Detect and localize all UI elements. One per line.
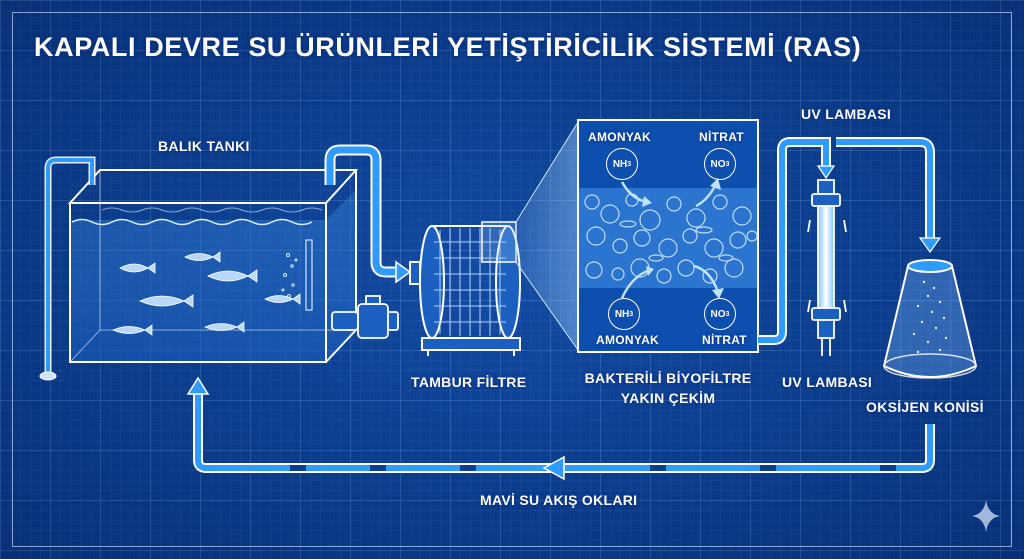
ammonia-top-label: AMONYAK [588, 130, 651, 144]
drum-filter-label: TAMBUR FİLTRE [411, 374, 527, 390]
nitrate-top-label: NİTRAT [699, 130, 744, 144]
oxygen-cone-icon [882, 259, 978, 379]
biofilter-label-line2: YAKIN ÇEKİM [620, 390, 716, 406]
oxygen-cone-label: OKSİJEN KONİSİ [866, 399, 984, 415]
page-title: KAPALI DEVRE SU ÜRÜNLERİ YETİŞTİRİCİLİK … [34, 32, 862, 62]
fish-tank-label: BALIK TANKI [158, 138, 250, 154]
return-pipe [186, 376, 935, 481]
ammonia-bottom-label: AMONYAK [596, 333, 659, 347]
pipe-biofilter-to-uv [758, 137, 836, 345]
biofilter-label-line1: BAKTERİLİ BİYOFİLTRE [584, 370, 752, 386]
fish-tank [39, 156, 359, 381]
blueprint-frame [12, 12, 1012, 547]
drum-filter-icon [409, 221, 521, 356]
uv-lamp-bottom-label: UV LAMBASI [782, 374, 873, 390]
pipe-uv-to-cone [836, 137, 942, 254]
zoom-beam [515, 120, 579, 352]
nitrate-bottom-label: NİTRAT [702, 333, 747, 347]
fish-icon [112, 251, 301, 336]
uv-lamp-top-label: UV LAMBASI [801, 106, 892, 122]
sparkle-icon [972, 500, 1000, 532]
pipe-tank-to-drum [324, 144, 412, 284]
uv-lamp-icon [807, 179, 847, 356]
tank-outlet-valve [331, 295, 399, 339]
flow-arrows-label: MAVİ SU AKIŞ OKLARI [480, 492, 638, 508]
